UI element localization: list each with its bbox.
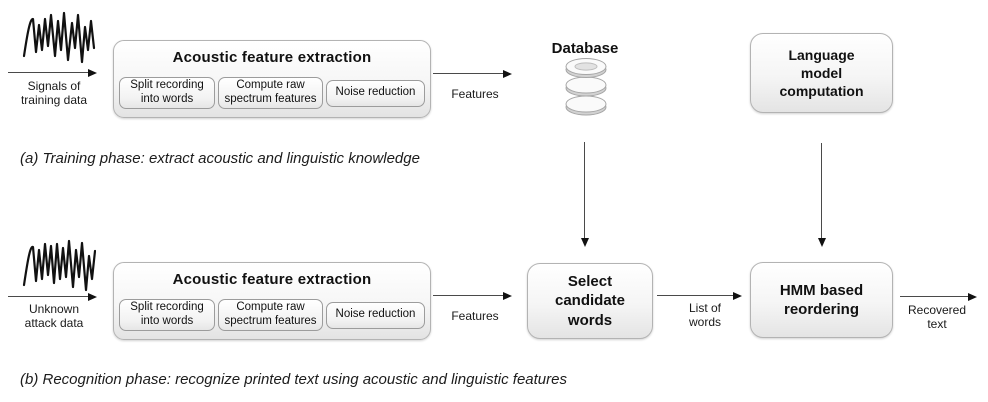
extraction-title: Acoustic feature extraction bbox=[172, 49, 372, 66]
caption-b: (b) Recognition phase: recognize printed… bbox=[20, 371, 567, 388]
extraction-steps: Split recording into words Compute raw s… bbox=[119, 77, 426, 109]
extraction-title: Acoustic feature extraction bbox=[172, 271, 372, 288]
database-label: Database bbox=[551, 40, 619, 57]
database-to-select-arrow bbox=[580, 142, 589, 247]
step-split-recording: Split recording into words bbox=[119, 77, 216, 109]
acoustic-extraction-box-a: Acoustic feature extraction Split record… bbox=[113, 40, 431, 118]
language-model-box: Language model computation bbox=[750, 33, 893, 113]
recovered-text-arrow bbox=[900, 292, 977, 301]
hmm-reordering-box: HMM based reordering bbox=[750, 262, 893, 338]
step-noise-reduction: Noise reduction bbox=[326, 79, 426, 107]
input-arrow bbox=[8, 68, 97, 77]
extraction-steps: Split recording into words Compute raw s… bbox=[119, 299, 426, 331]
select-candidate-words-box: Select candidate words bbox=[527, 263, 653, 339]
language-model-to-hmm-arrow bbox=[817, 143, 826, 247]
step-compute-spectrum: Compute raw spectrum features bbox=[218, 77, 323, 109]
features-arrow-b bbox=[433, 291, 512, 300]
input-label: Unknown attack data bbox=[24, 302, 84, 330]
list-of-words-label: List of words bbox=[688, 301, 721, 329]
recovered-text-label: Recovered text bbox=[907, 303, 967, 331]
input-label: Signals of training data bbox=[20, 79, 88, 107]
acoustic-extraction-box-b: Acoustic feature extraction Split record… bbox=[113, 262, 431, 340]
features-label-a: Features bbox=[451, 87, 499, 101]
input-arrow bbox=[8, 292, 97, 301]
step-compute-spectrum: Compute raw spectrum features bbox=[218, 299, 323, 331]
step-split-recording: Split recording into words bbox=[119, 299, 216, 331]
database-icon bbox=[565, 58, 607, 116]
step-noise-reduction: Noise reduction bbox=[326, 301, 426, 329]
caption-a: (a) Training phase: extract acoustic and… bbox=[20, 150, 420, 167]
features-label-b: Features bbox=[451, 309, 499, 323]
waveform-icon bbox=[22, 11, 96, 64]
list-of-words-arrow bbox=[657, 291, 742, 300]
waveform-icon bbox=[22, 239, 96, 292]
features-arrow-a bbox=[433, 69, 512, 78]
